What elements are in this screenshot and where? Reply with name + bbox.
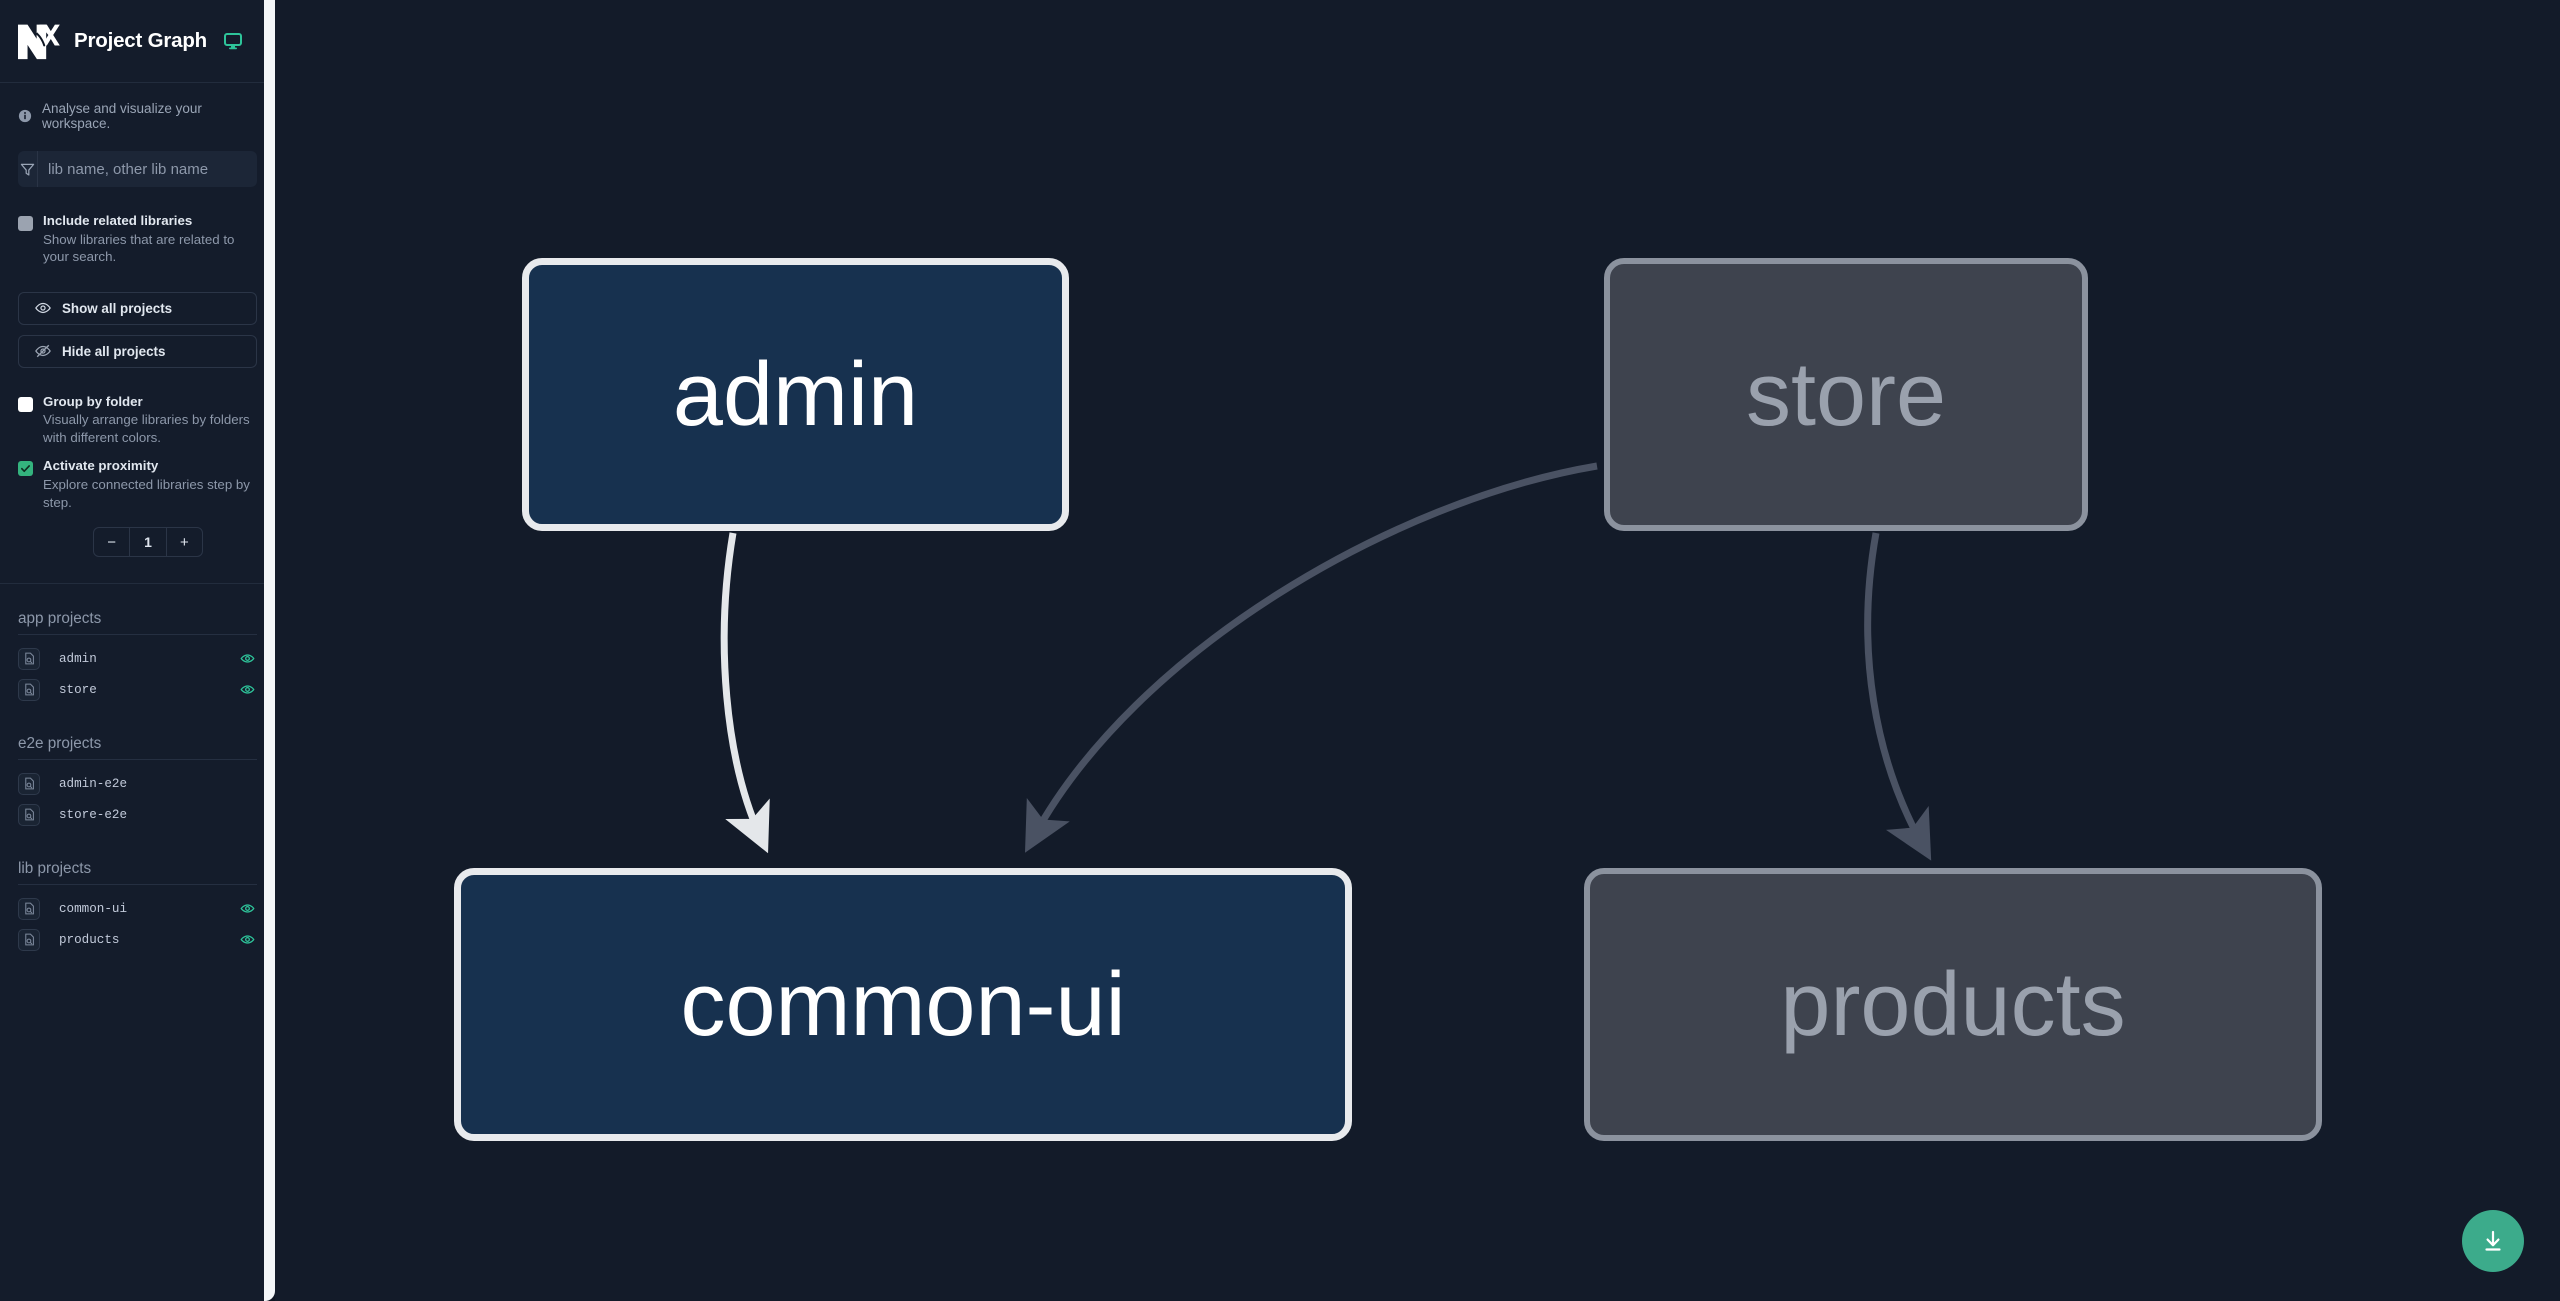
group-by-folder-checkbox[interactable] xyxy=(18,396,33,412)
option-include-related-libraries[interactable]: Include related libraries Show libraries… xyxy=(0,213,275,266)
search-input[interactable] xyxy=(38,151,257,187)
project-row-store[interactable]: store xyxy=(18,674,257,705)
tagline-text: Analyse and visualize your workspace. xyxy=(42,101,202,131)
hide-all-projects-label: Hide all projects xyxy=(62,343,166,359)
funnel-filter-icon xyxy=(20,163,35,176)
graph-node-common-ui[interactable]: common-ui xyxy=(454,868,1352,1141)
node-label: admin xyxy=(672,344,919,445)
edge-store-to-common-ui xyxy=(1024,462,1598,853)
node-label: products xyxy=(1780,954,2126,1055)
include-related-libraries-checkbox[interactable] xyxy=(18,216,33,231)
project-name: store-e2e xyxy=(59,807,128,822)
proximity-stepper[interactable]: − 1 + xyxy=(93,527,203,558)
project-row-admin[interactable]: admin xyxy=(18,643,257,674)
project-file-icon xyxy=(18,803,40,826)
show-all-projects-button[interactable]: Show all projects xyxy=(18,291,257,325)
nx-logo xyxy=(18,24,60,60)
filter-icon-box xyxy=(18,151,38,187)
option-label: Activate proximity xyxy=(43,458,159,474)
project-row-admin-e2e[interactable]: admin-e2e xyxy=(18,768,257,799)
group-title: e2e projects xyxy=(18,735,257,761)
proximity-value: 1 xyxy=(144,534,152,551)
eye-icon[interactable] xyxy=(240,651,255,666)
eye-icon[interactable] xyxy=(240,682,255,697)
include-related-libraries-texts: Include related libraries Show libraries… xyxy=(43,213,257,266)
option-label: Include related libraries xyxy=(43,213,193,228)
option-group-by-folder[interactable]: Group by folder Visually arrange librari… xyxy=(0,394,275,447)
option-activate-proximity[interactable]: Activate proximity Explore connected lib… xyxy=(0,458,275,511)
info-icon xyxy=(18,109,32,123)
group-title: app projects xyxy=(18,610,257,636)
project-file-icon xyxy=(18,928,40,951)
proximity-increment-button[interactable]: + xyxy=(179,533,189,551)
stepper-divider-left xyxy=(129,528,131,557)
sidebar-tagline: Analyse and visualize your workspace. xyxy=(0,83,275,131)
eye-icon[interactable] xyxy=(240,901,255,916)
project-group-app: app projects admin store xyxy=(0,610,275,705)
monitor-icon[interactable] xyxy=(223,31,243,51)
edge-store-to-products xyxy=(1864,532,1932,861)
graph-node-products[interactable]: products xyxy=(1584,868,2322,1141)
project-group-lib: lib projects common-ui products xyxy=(0,860,275,955)
project-file-icon xyxy=(18,772,40,795)
node-label: store xyxy=(1745,344,1947,445)
filter-field[interactable] xyxy=(18,151,257,187)
project-file-icon xyxy=(18,647,40,670)
eye-off-icon xyxy=(35,344,51,358)
project-row-products[interactable]: products xyxy=(18,924,257,955)
edge-admin-to-common-ui xyxy=(720,532,770,854)
project-name: admin-e2e xyxy=(59,776,128,791)
project-name: common-ui xyxy=(59,901,128,916)
show-all-projects-label: Show all projects xyxy=(62,300,173,316)
sidebar-divider xyxy=(0,583,275,585)
project-name: store xyxy=(59,682,97,697)
project-file-icon xyxy=(18,897,40,920)
option-label: Group by folder xyxy=(43,393,143,409)
project-row-common-ui[interactable]: common-ui xyxy=(18,893,257,924)
hide-all-projects-button[interactable]: Hide all projects xyxy=(18,334,257,368)
sidebar: Project Graph Analyse and visualize your… xyxy=(0,0,275,1301)
option-description: Show libraries that are related to your … xyxy=(43,231,235,265)
project-name: admin xyxy=(59,651,97,666)
check-icon xyxy=(21,465,30,473)
project-row-store-e2e[interactable]: store-e2e xyxy=(18,799,257,830)
page-title: Project Graph xyxy=(74,29,207,52)
node-label: common-ui xyxy=(680,954,1126,1055)
group-by-folder-texts: Group by folder Visually arrange librari… xyxy=(43,394,257,447)
graph-canvas[interactable]: admin store common-ui products xyxy=(275,0,2560,1301)
sidebar-resize-handle[interactable] xyxy=(264,0,275,1301)
sidebar-header: Project Graph xyxy=(0,0,275,83)
graph-node-store[interactable]: store xyxy=(1604,258,2088,531)
project-file-icon xyxy=(18,678,40,701)
activate-proximity-checkbox[interactable] xyxy=(18,461,33,477)
eye-icon xyxy=(35,303,51,314)
project-group-e2e: e2e projects admin-e2e store-e2e xyxy=(0,735,275,830)
proximity-decrement-button[interactable]: − xyxy=(107,533,117,551)
download-icon xyxy=(2485,1230,2501,1251)
option-description: Visually arrange libraries by folders wi… xyxy=(43,412,250,445)
graph-edges xyxy=(720,462,1932,861)
option-description: Explore connected libraries step by step… xyxy=(43,477,250,510)
stepper-divider-right xyxy=(165,528,167,557)
graph-node-admin[interactable]: admin xyxy=(522,258,1069,531)
eye-icon[interactable] xyxy=(240,932,255,947)
group-title: lib projects xyxy=(18,860,257,886)
activate-proximity-texts: Activate proximity Explore connected lib… xyxy=(43,458,257,511)
project-name: products xyxy=(59,932,120,947)
download-graph-button[interactable] xyxy=(2462,1210,2524,1272)
